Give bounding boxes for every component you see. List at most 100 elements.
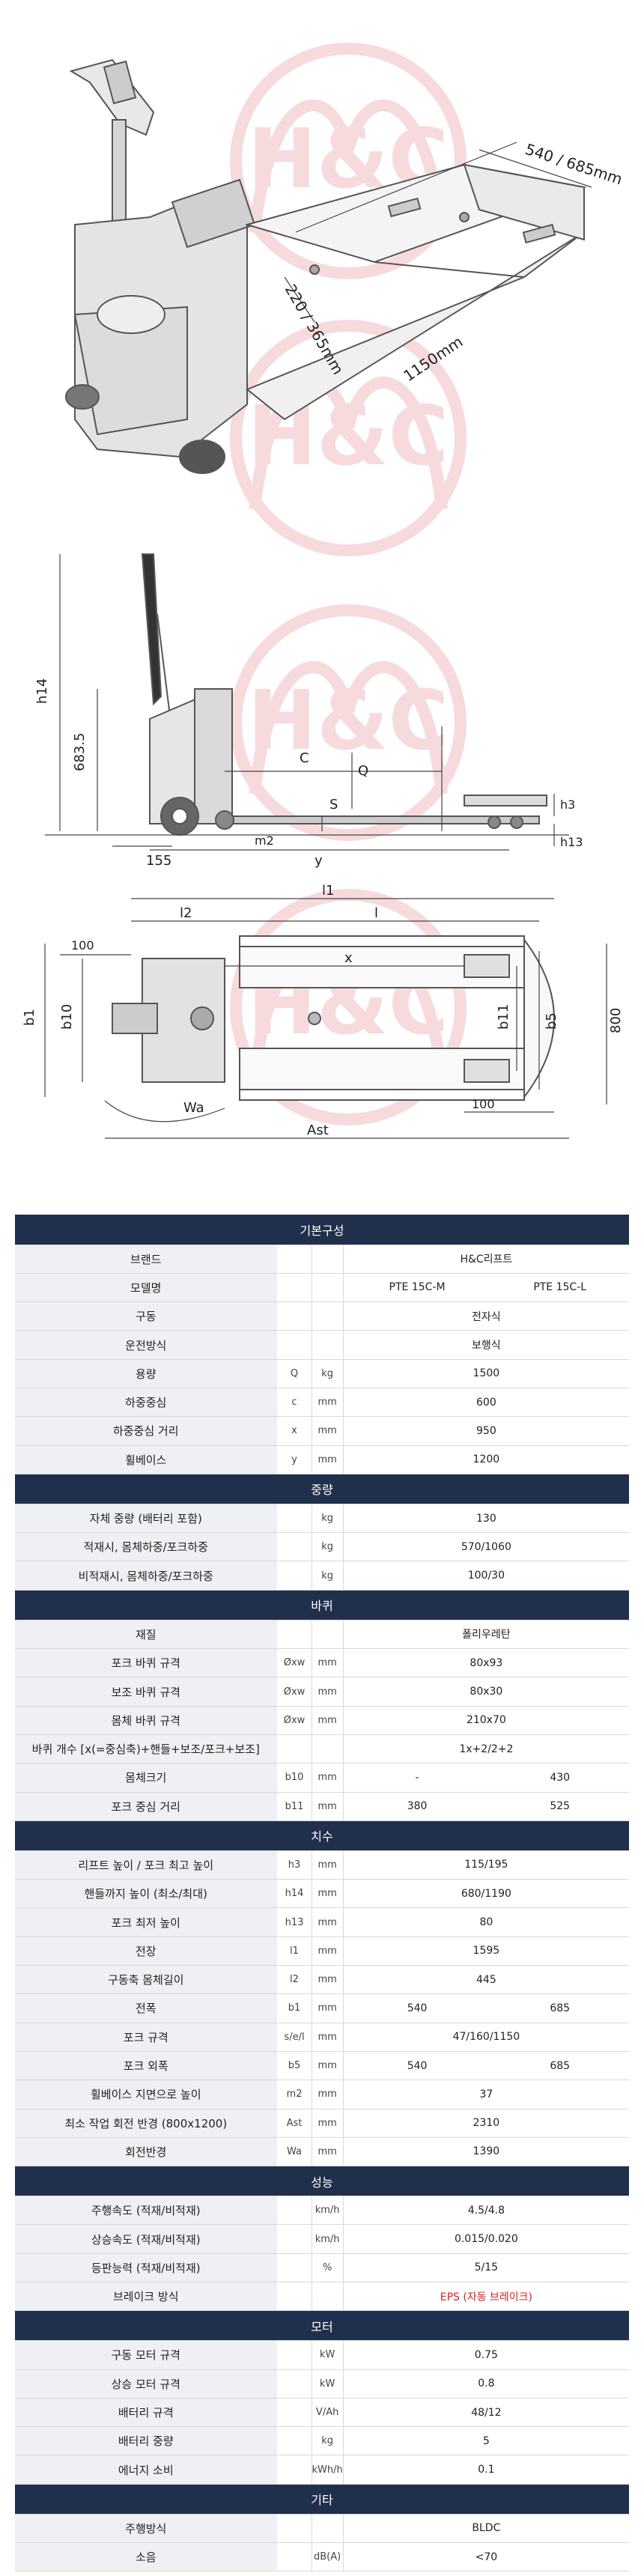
spec-label: 몸체크기 bbox=[15, 1763, 278, 1793]
spec-unit: kg bbox=[312, 1504, 344, 1534]
b1-label: b1 bbox=[22, 1009, 37, 1026]
spec-label: 몸체 바퀴 규격 bbox=[15, 1706, 278, 1735]
spec-value-m: - bbox=[343, 1763, 491, 1793]
spec-symbol: Øxw bbox=[277, 1706, 312, 1735]
spec-value: 0.75 bbox=[343, 2340, 629, 2370]
spec-unit bbox=[312, 1330, 344, 1360]
spec-symbol bbox=[277, 2514, 312, 2544]
spec-unit: % bbox=[312, 2253, 344, 2283]
spec-value: 1200 bbox=[343, 1445, 629, 1474]
spec-unit: kg bbox=[312, 1359, 344, 1388]
top-view-drawing: l1 l2 l x 100 b1 b10 b11 b5 800 100 Wa A… bbox=[22, 884, 624, 1139]
section-header: 기타 bbox=[15, 2484, 629, 2515]
spec-value: 1390 bbox=[343, 2137, 629, 2167]
spec-value-m: PTE 15C-M bbox=[343, 1273, 491, 1303]
wa-label: Wa bbox=[183, 1100, 204, 1116]
section-title: 바퀴 bbox=[15, 1590, 629, 1620]
spec-unit: km/h bbox=[312, 2196, 344, 2226]
c-label: C bbox=[300, 750, 309, 766]
section-title: 기본구성 bbox=[15, 1215, 629, 1245]
spec-value: 0.1 bbox=[343, 2455, 629, 2485]
section-header: 모터 bbox=[15, 2310, 629, 2342]
spec-symbol: Ast bbox=[277, 2109, 312, 2138]
spec-value: 210x70 bbox=[343, 1706, 629, 1735]
spec-unit: mm bbox=[312, 1648, 344, 1678]
spec-value: 950 bbox=[343, 1416, 629, 1446]
spec-value-l: PTE 15C-L bbox=[490, 1273, 629, 1303]
spec-label: 주행속도 (적재/비적재) bbox=[15, 2196, 278, 2226]
spec-unit: mm bbox=[312, 2023, 344, 2052]
spec-value: BLDC bbox=[343, 2514, 629, 2544]
spec-unit bbox=[312, 1734, 344, 1764]
spec-label: 용량 bbox=[15, 1359, 278, 1388]
spec-label: 구동 bbox=[15, 1301, 278, 1331]
dim-100a-label: 100 bbox=[71, 938, 94, 953]
section-title: 중량 bbox=[15, 1474, 629, 1504]
spec-unit: mm bbox=[312, 1416, 344, 1446]
spec-unit: mm bbox=[312, 1850, 344, 1880]
spec-symbol: l2 bbox=[277, 1965, 312, 1995]
h3-label: h3 bbox=[560, 798, 575, 812]
spec-unit: V/Ah bbox=[312, 2398, 344, 2428]
spec-value-m: 540 bbox=[343, 1993, 491, 2023]
ast-label: Ast bbox=[307, 1123, 329, 1138]
spec-label: 주행방식 bbox=[15, 2514, 278, 2544]
spec-unit: dB(A) bbox=[312, 2542, 344, 2572]
spec-unit bbox=[312, 1620, 344, 1650]
spec-symbol bbox=[277, 2340, 312, 2370]
spec-unit: mm bbox=[312, 1965, 344, 1995]
spec-unit: mm bbox=[312, 1445, 344, 1474]
height-683-label: 683.5 bbox=[72, 732, 88, 771]
spec-label: 전장 bbox=[15, 1936, 278, 1966]
spec-symbol bbox=[277, 1620, 312, 1650]
spec-value: 전자식 bbox=[343, 1301, 629, 1331]
spec-label: 배터리 중량 bbox=[15, 2426, 278, 2456]
spec-value: 보행식 bbox=[343, 1330, 629, 1360]
spec-unit: kg bbox=[312, 1561, 344, 1591]
spec-value-l: 430 bbox=[490, 1763, 629, 1793]
spec-symbol: h14 bbox=[277, 1879, 312, 1909]
spec-value: 570/1060 bbox=[343, 1532, 629, 1562]
spec-value-m: 380 bbox=[343, 1792, 491, 1821]
spec-label: 구동축 몸체길이 bbox=[15, 1965, 278, 1995]
spec-unit: mm bbox=[312, 2109, 344, 2138]
spec-symbol: h13 bbox=[277, 1907, 312, 1937]
l-label: l bbox=[374, 905, 378, 921]
spec-unit: kWh/h bbox=[312, 2455, 344, 2485]
spec-label: 하중중심 거리 bbox=[15, 1416, 278, 1446]
spec-value: 4.5/4.8 bbox=[343, 2196, 629, 2226]
spec-row: 주행방식 BLDC bbox=[15, 2514, 629, 2544]
spec-unit: kg bbox=[312, 2426, 344, 2456]
spec-label: 최소 작업 회전 반경 (800x1200) bbox=[15, 2109, 278, 2138]
spec-value: 5 bbox=[343, 2426, 629, 2456]
spec-symbol bbox=[277, 2369, 312, 2399]
spec-unit: mm bbox=[312, 1907, 344, 1937]
spec-label: 포크 바퀴 규격 bbox=[15, 1648, 278, 1678]
spec-value: 37 bbox=[343, 2080, 629, 2109]
spec-symbol bbox=[277, 2398, 312, 2428]
spec-value: 445 bbox=[343, 1965, 629, 1995]
spec-symbol bbox=[277, 1330, 312, 1360]
spec-unit bbox=[312, 1301, 344, 1331]
spec-unit: kg bbox=[312, 1532, 344, 1562]
spec-symbol: b5 bbox=[277, 2051, 312, 2081]
spec-unit: km/h bbox=[312, 2224, 344, 2254]
spec-value: 80x30 bbox=[343, 1677, 629, 1707]
y-label: y bbox=[315, 853, 323, 869]
